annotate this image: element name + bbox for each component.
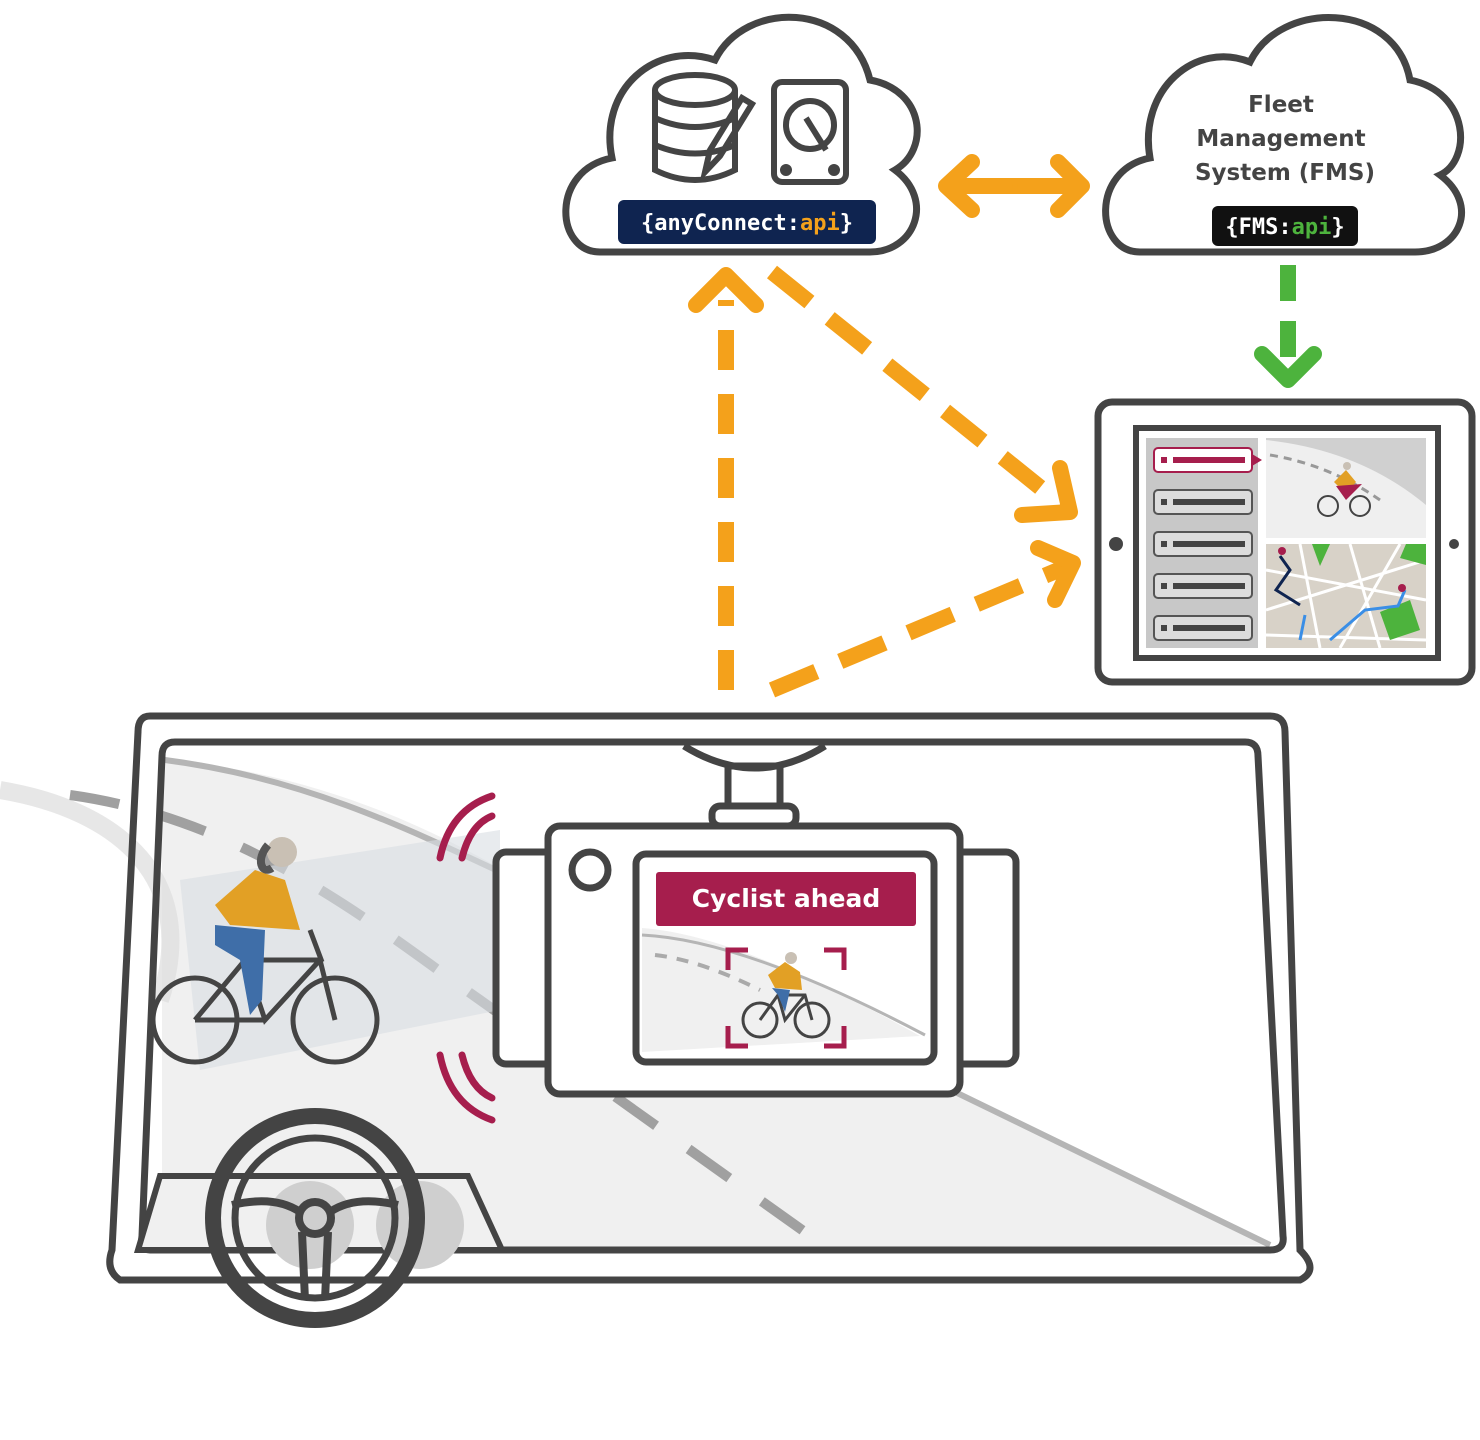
fms-api-text: {FMS:api} bbox=[1225, 215, 1344, 240]
map-pin-icon bbox=[1278, 547, 1286, 555]
fms-api-badge bbox=[1212, 206, 1358, 246]
detection-frame-icon bbox=[725, 947, 847, 1049]
map-pin-icon bbox=[1398, 584, 1406, 592]
road-edge-left bbox=[0, 781, 180, 1003]
tablet-cyclist-icon bbox=[1317, 462, 1371, 517]
database-edit-icon bbox=[652, 72, 757, 183]
steering-wheel bbox=[205, 1108, 425, 1328]
tablet-home-button-icon bbox=[1449, 539, 1459, 549]
arrow-cloud-to-cloud bbox=[938, 154, 1090, 218]
wireless-signal-top bbox=[436, 792, 496, 862]
dashcam-lens-icon bbox=[568, 848, 612, 892]
tablet-device bbox=[1094, 398, 1476, 686]
arrow-vehicle-to-anyconnect bbox=[688, 267, 764, 690]
arrow-anyconnect-to-tablet bbox=[766, 265, 1078, 523]
cloud-outline-anyconnect bbox=[562, 13, 921, 256]
tablet-list-item[interactable] bbox=[1153, 531, 1253, 557]
dashcam-device: Cyclist ahead bbox=[492, 822, 1020, 1098]
fms-title: Fleet Management System (FMS) bbox=[1195, 92, 1375, 186]
wireless-signal-bottom bbox=[436, 1051, 496, 1124]
windshield-glass bbox=[138, 738, 1287, 1254]
gauge-left bbox=[266, 1181, 354, 1269]
alert-banner bbox=[656, 872, 916, 926]
windshield-frame bbox=[106, 712, 1314, 1284]
tablet-list-item[interactable] bbox=[1153, 615, 1253, 641]
tablet-list-item[interactable] bbox=[1153, 489, 1253, 515]
anyconnect-api-badge bbox=[618, 200, 876, 244]
arrow-fms-to-tablet bbox=[1254, 265, 1322, 388]
anyconnect-cloud: {anyConnect:api} bbox=[562, 13, 921, 256]
hard-drive-icon bbox=[771, 79, 849, 185]
mini-cyclist-icon bbox=[741, 952, 831, 1039]
anyconnect-api-text: {anyConnect:api} bbox=[641, 211, 853, 236]
cloud-outline-fms bbox=[1102, 14, 1466, 256]
fms-cloud: Fleet Management System (FMS) {FMS:api} bbox=[1102, 14, 1466, 256]
tablet-list-item[interactable] bbox=[1153, 573, 1253, 599]
arrow-vehicle-to-tablet bbox=[768, 540, 1081, 698]
tablet-camera-icon bbox=[1109, 537, 1123, 551]
alert-label: Cyclist ahead bbox=[692, 884, 881, 913]
tablet-list-item[interactable] bbox=[1153, 447, 1262, 473]
